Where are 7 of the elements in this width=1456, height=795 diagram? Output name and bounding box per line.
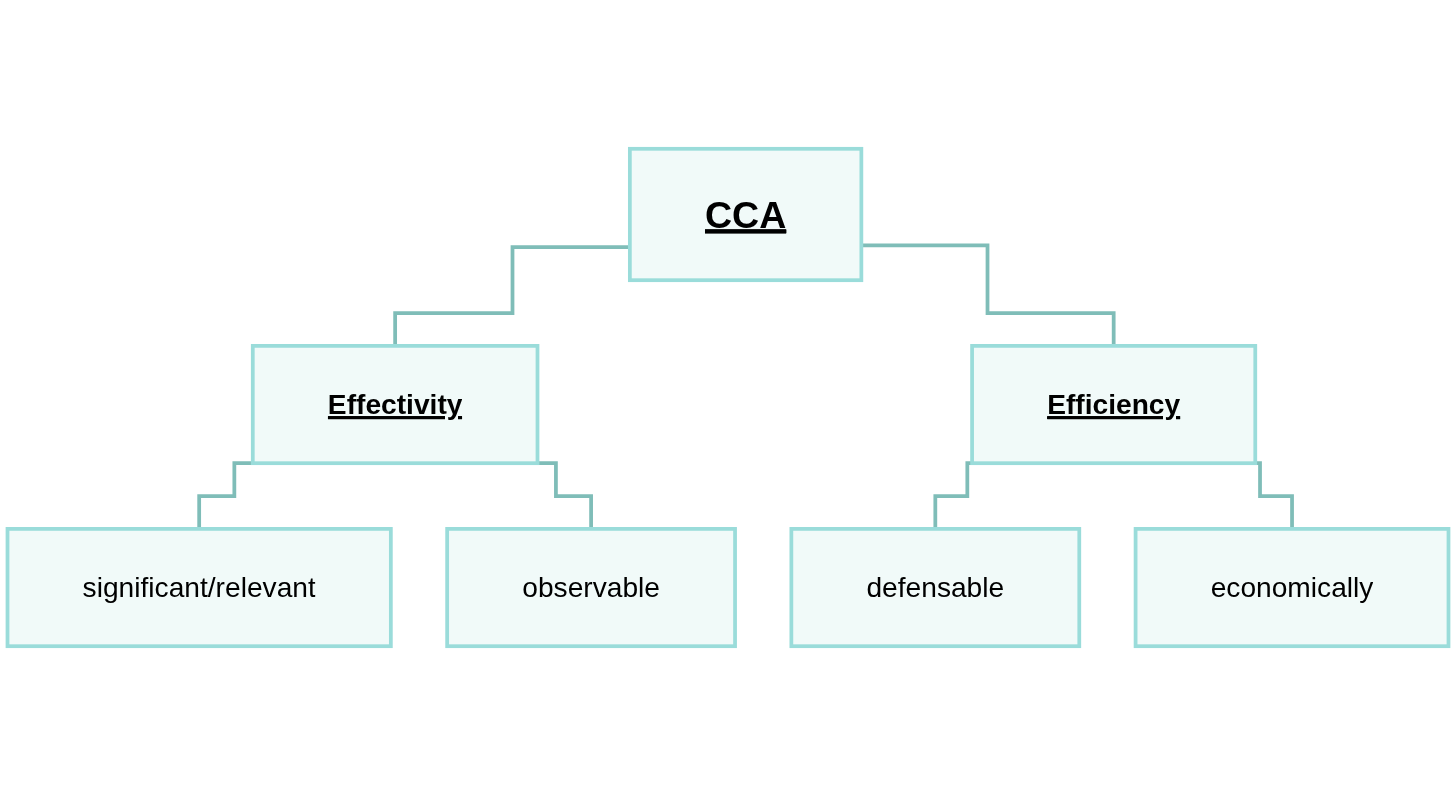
node-box: defensable <box>789 527 1082 649</box>
node-box: Effectivity <box>250 344 540 466</box>
node-box: significant/relevant <box>5 527 393 649</box>
node-box: Efficiency <box>970 344 1258 466</box>
node-box: economically <box>1133 527 1451 649</box>
node-box: CCA <box>628 146 864 283</box>
node-box: observable <box>445 527 737 649</box>
